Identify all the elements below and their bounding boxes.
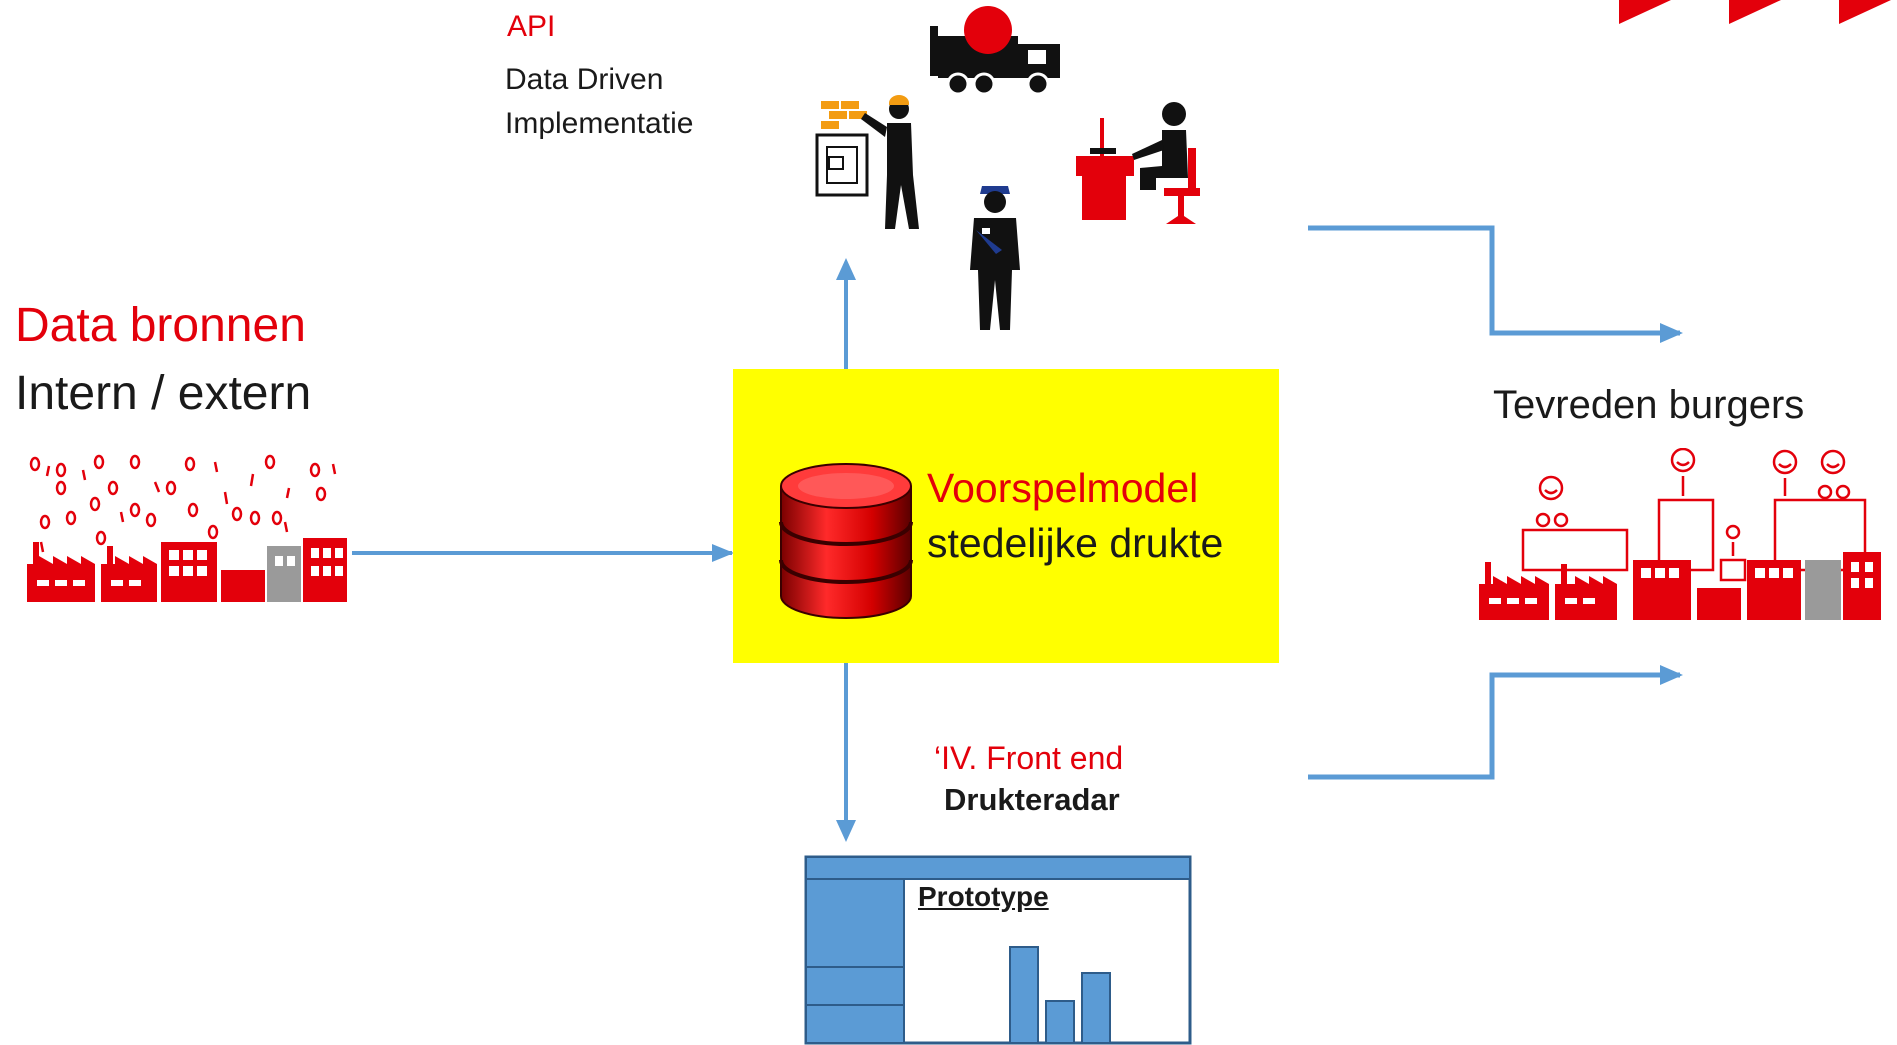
construction-worker-icon: [815, 95, 919, 229]
happy-city-skyline-icon: [1479, 448, 1881, 620]
garbage-truck-icon: [930, 6, 1060, 96]
database-icon: [779, 463, 913, 619]
frontend-title: ‘IV. Front end: [934, 740, 1124, 776]
city-data-skyline-icon: [27, 454, 347, 602]
data-sources-subtitle: Intern / extern: [15, 367, 312, 420]
office-worker-icon: [1076, 102, 1200, 224]
prototype-label: Prototype: [918, 881, 1049, 912]
api-label: API: [507, 10, 556, 43]
citizens-label: Tevreden burgers: [1493, 383, 1805, 427]
arrowhead-frontend: [836, 820, 856, 842]
police-officer-icon: [970, 186, 1020, 330]
arrow-frontend-to-citizens: [1308, 672, 1680, 780]
arrow-api-to-citizens: [1308, 225, 1680, 336]
implementation-line-1: Data Driven: [505, 63, 664, 96]
corner-chevrons-icon: [1619, 0, 1891, 24]
data-sources-title: Data bronnen: [15, 299, 306, 352]
implementation-label: Data Driven Implementatie: [505, 58, 693, 147]
arrowhead-up: [836, 258, 856, 280]
frontend-subtitle: Drukteradar: [944, 782, 1120, 817]
implementation-line-2: Implementatie: [505, 107, 694, 141]
model-subtitle: stedelijke drukte: [927, 520, 1224, 566]
model-title: Voorspelmodel: [927, 465, 1199, 511]
